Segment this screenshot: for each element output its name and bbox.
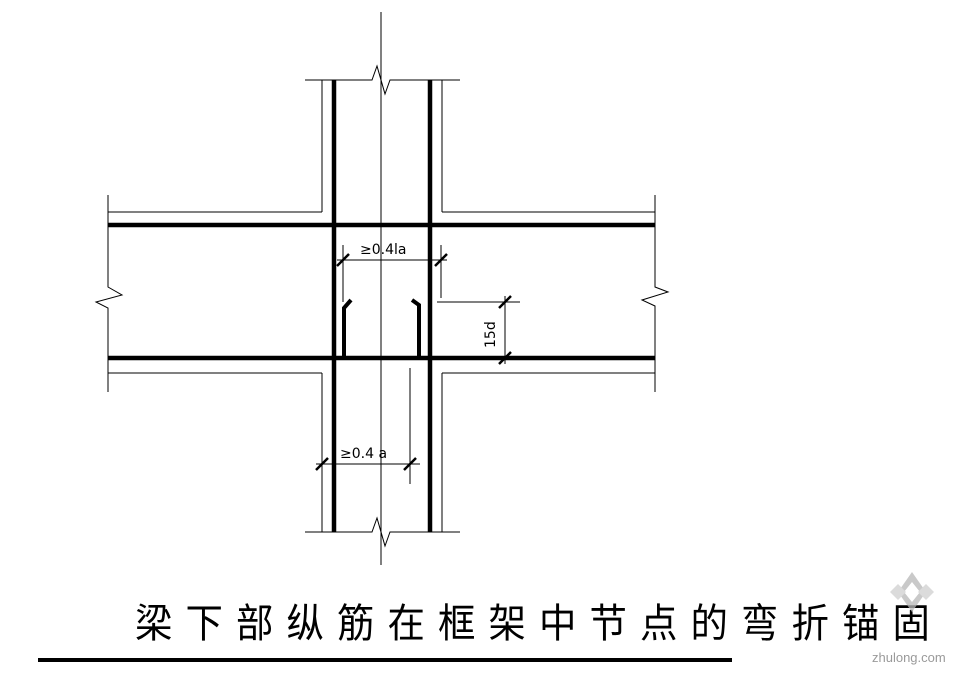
drawing-title: 梁下部纵筋在框架中节点的弯折锚固: [135, 601, 943, 647]
left-hook: [342, 298, 353, 358]
main-rebars: [108, 80, 655, 532]
right-hook: [410, 298, 421, 358]
rebar-hooks: [342, 298, 421, 358]
dimension-hook-length: [437, 295, 520, 365]
watermark-text: zhulong.com: [872, 650, 946, 665]
dimension-beam-anchor: [336, 245, 448, 302]
dim-label-beam-anchor: ≥0.4la: [360, 242, 406, 258]
dim-label-column-anchor: ≥0.4 a: [340, 446, 387, 462]
watermark-logo-icon: [890, 572, 934, 612]
dim-label-hook-length: 15d: [483, 321, 499, 348]
beam-outline: [94, 195, 670, 392]
dimension-column-anchor: [315, 368, 420, 484]
column-outline: [305, 64, 460, 548]
